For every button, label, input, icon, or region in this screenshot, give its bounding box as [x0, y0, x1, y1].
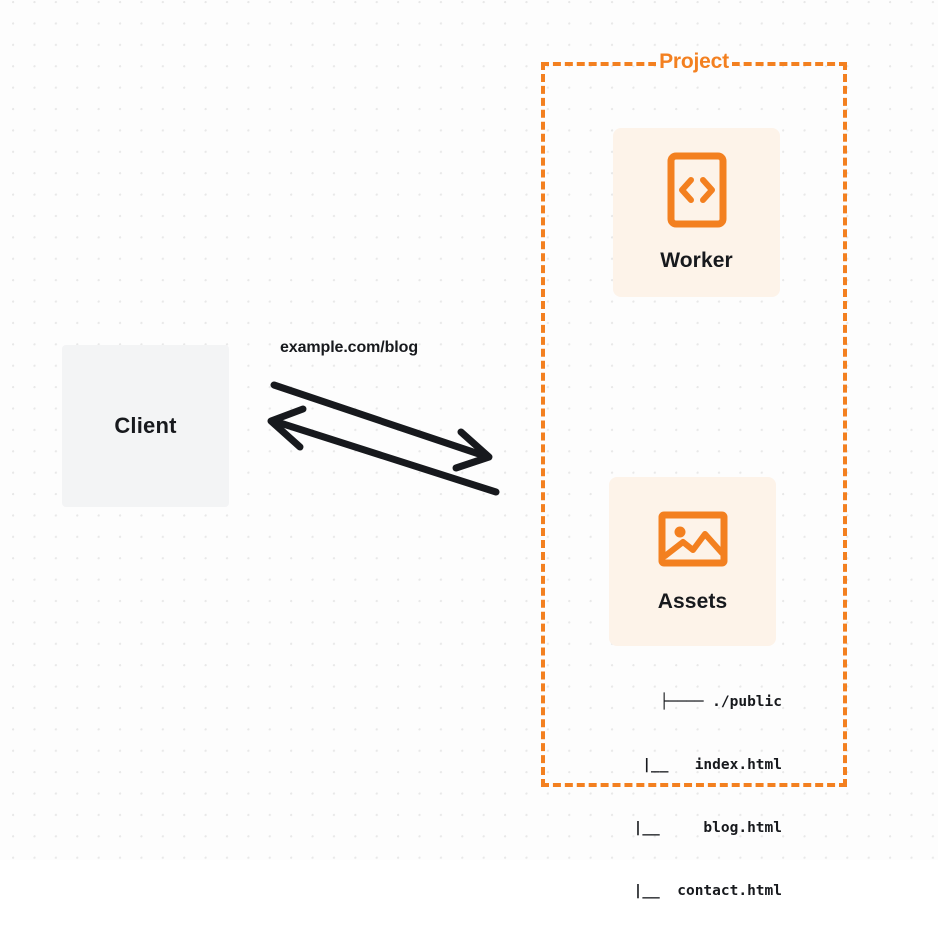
request-arrow	[270, 381, 493, 472]
client-label: Client	[114, 413, 177, 438]
file-tree-line: ├──── ./public	[659, 694, 782, 710]
assets-label: Assets	[657, 590, 728, 613]
diagram-canvas: Client example.com/blog Project Worker	[0, 0, 938, 899]
project-title-text: Project	[656, 50, 732, 73]
connection-label: example.com/blog	[280, 339, 418, 356]
response-arrow	[267, 405, 500, 496]
client-node[interactable]: Client	[62, 345, 229, 507]
project-title: Project	[541, 50, 847, 74]
file-tree-line: |__ index.html	[642, 757, 782, 773]
worker-node[interactable]: Worker	[613, 128, 780, 297]
file-tree-line: |__ contact.html	[633, 883, 782, 899]
file-tree-line: |__ blog.html	[633, 820, 782, 836]
assets-file-tree: ├──── ./public |__ index.html |__ blog.h…	[560, 650, 782, 944]
worker-label: Worker	[660, 249, 733, 272]
image-icon	[658, 509, 728, 574]
code-brackets-icon	[667, 152, 727, 233]
assets-node[interactable]: Assets	[609, 477, 776, 646]
